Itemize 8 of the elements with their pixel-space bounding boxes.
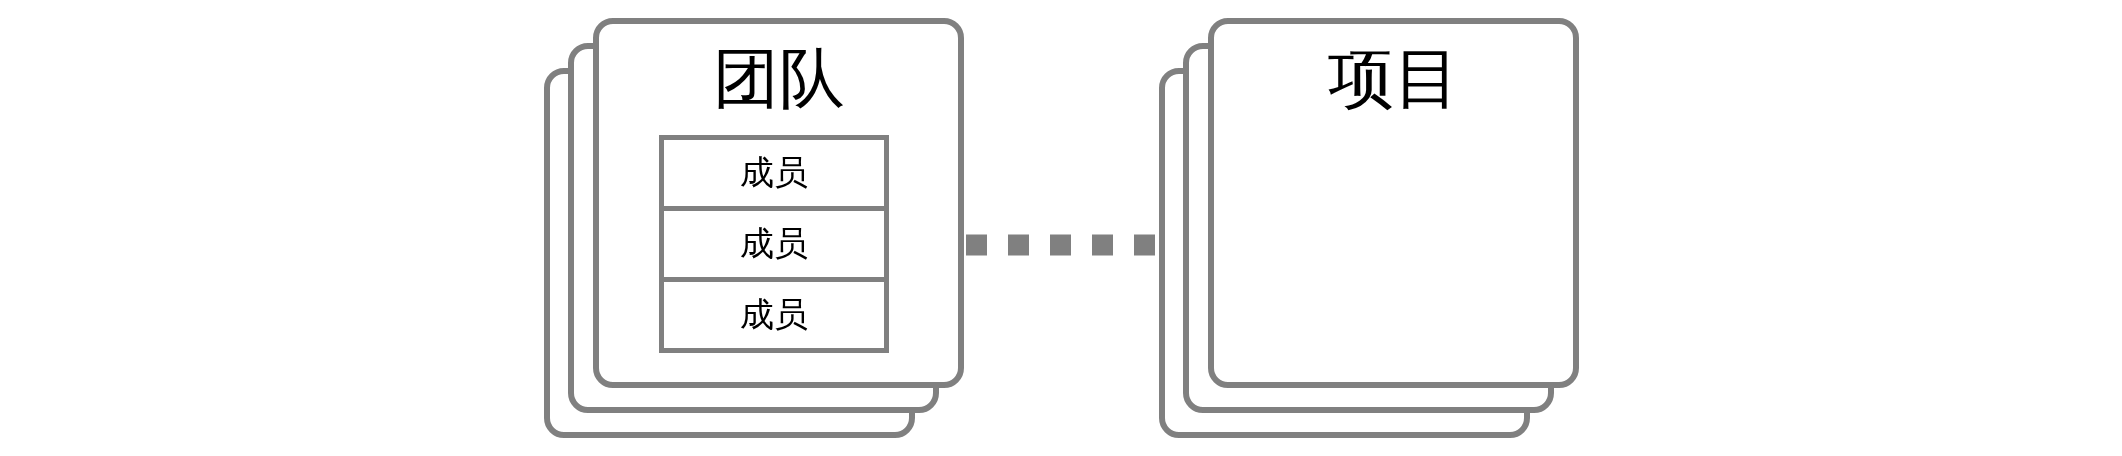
card-title: 项目 [1326,46,1461,112]
card-title: 团队 [711,46,846,112]
member-row: 成员 [659,211,889,282]
card [593,18,964,388]
card [1208,18,1579,388]
dotted-connector [966,234,1157,256]
member-row: 成员 [659,282,889,353]
member-row: 成员 [659,135,889,211]
